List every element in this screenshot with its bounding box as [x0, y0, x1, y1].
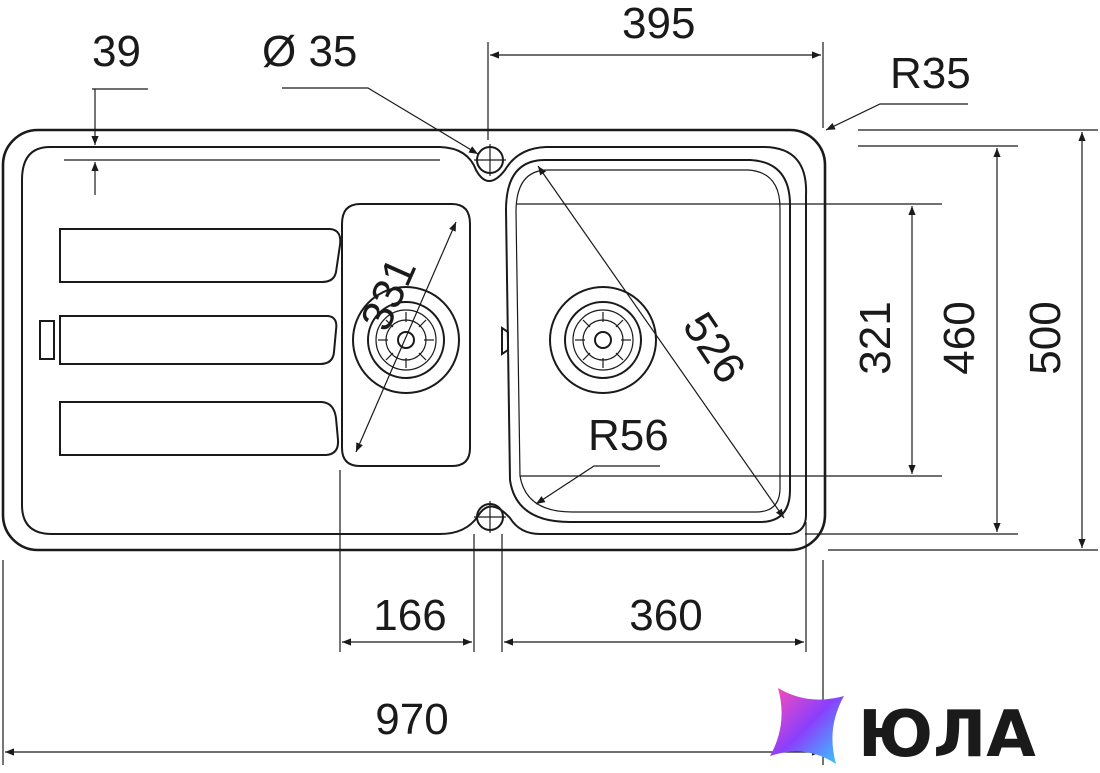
bowl-overflow: [501, 326, 509, 356]
leader-r56: [535, 465, 660, 505]
leader-r35: [825, 103, 968, 131]
dim-label-970: 970: [375, 695, 448, 744]
small-bowl-outline: [341, 203, 471, 467]
dim-label-460: 460: [935, 301, 984, 374]
dim-label-360: 360: [629, 591, 702, 640]
dim-line-526: [537, 165, 785, 519]
dim-label-331: 331: [351, 251, 426, 338]
sink-body: [1, 128, 827, 552]
leader-diameter-35: [282, 87, 479, 155]
dim-label-321: 321: [851, 301, 900, 374]
sink-inner-rim: [21, 146, 808, 535]
overflow-slot: [39, 320, 55, 360]
dimension-labels: 39 Ø 35 395 R35 331 526 R56 321 460 500 …: [92, 0, 1070, 744]
yula-logo-star-icon: [770, 688, 844, 764]
dim-label-500: 500: [1021, 301, 1070, 374]
main-bowl-inner-outline: [515, 169, 781, 513]
dim-label-39: 39: [92, 27, 141, 76]
dim-label-r56: R56: [588, 411, 669, 460]
yula-logo: ЮЛА: [770, 688, 1036, 772]
dim-label-526: 526: [673, 304, 755, 392]
dim-line-331: [355, 221, 457, 453]
main-bowl-strainer-icon: [549, 286, 657, 394]
main-bowl-outline: [504, 159, 791, 523]
drainer-groove: [59, 401, 340, 456]
dim-label-diameter-35: Ø 35: [262, 27, 357, 76]
main-bowl: [501, 159, 791, 523]
extension-lines: [2, 42, 1098, 765]
dim-label-395: 395: [622, 0, 695, 48]
drainer-groove: [59, 315, 338, 365]
tap-hole-top-icon: [474, 144, 506, 176]
drainer-grooves: [39, 228, 342, 456]
drainer-groove: [59, 228, 342, 283]
tap-hole-bottom-icon: [474, 501, 506, 533]
dimension-lines: [5, 51, 1086, 756]
yula-logo-text: ЮЛА: [858, 698, 1036, 772]
sink-outer-edge: [1, 128, 827, 552]
dim-label-r35: R35: [890, 49, 971, 98]
dim-label-166: 166: [373, 591, 446, 640]
small-bowl: [341, 203, 471, 467]
